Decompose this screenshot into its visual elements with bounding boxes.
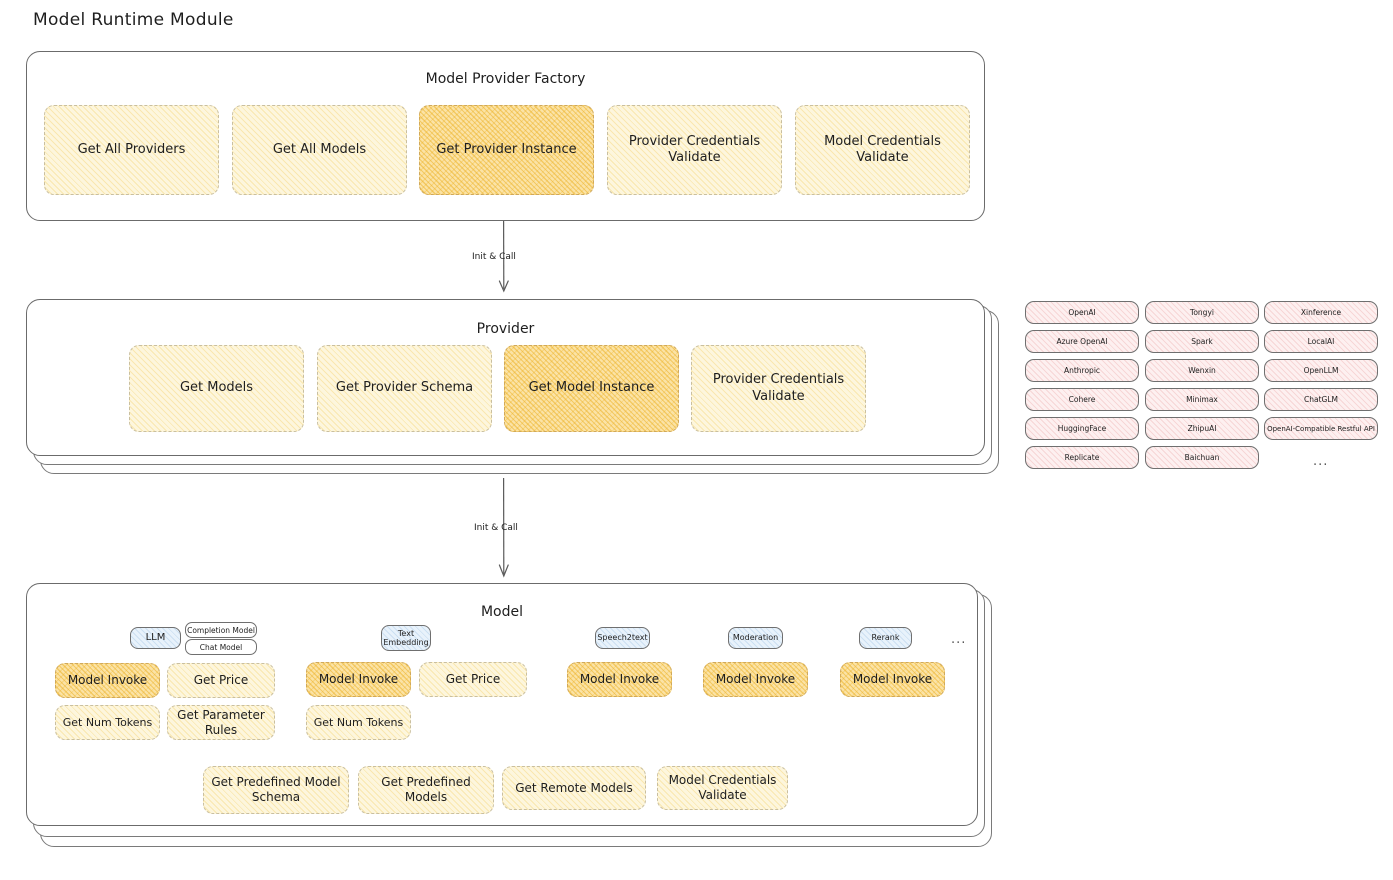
provider-node-get-provider-schema[interactable]: Get Provider Schema [317, 345, 492, 432]
provider-chip-azure-openai[interactable]: Azure OpenAI [1025, 330, 1139, 353]
provider-chip-zhipuai[interactable]: ZhipuAI [1145, 417, 1259, 440]
provider-chip-wenxin[interactable]: Wenxin [1145, 359, 1259, 382]
model-tag-chat-model[interactable]: Chat Model [185, 639, 257, 655]
llm-node-get-parameter-rules[interactable]: Get Parameter Rules [167, 705, 275, 740]
arrow-label-init-and-call-1: Init & Call [472, 252, 516, 262]
text-embedding-node-get-price[interactable]: Get Price [419, 662, 527, 697]
provider-chip-anthropic[interactable]: Anthropic [1025, 359, 1139, 382]
text-embedding-node-get-num-tokens[interactable]: Get Num Tokens [306, 705, 411, 740]
model-common-node-get-remote-models[interactable]: Get Remote Models [502, 766, 646, 810]
llm-node-model-invoke[interactable]: Model Invoke [55, 663, 160, 698]
model-provider-factory-title: Model Provider Factory [425, 71, 586, 87]
text-embedding-node-model-invoke[interactable]: Model Invoke [306, 662, 411, 697]
model-common-node-get-predefined-models[interactable]: Get Predefined Models [358, 766, 494, 814]
factory-node-get-provider-instance[interactable]: Get Provider Instance [419, 105, 594, 195]
provider-node-get-models[interactable]: Get Models [129, 345, 304, 432]
model-type-badge-text-embedding[interactable]: Text Embedding [381, 625, 431, 651]
moderation-node-model-invoke[interactable]: Model Invoke [703, 662, 808, 697]
model-title: Model [480, 604, 524, 620]
provider-chip-openllm[interactable]: OpenLLM [1264, 359, 1378, 382]
provider-chip-localai[interactable]: LocalAI [1264, 330, 1378, 353]
model-type-badge-rerank[interactable]: Rerank [859, 627, 912, 649]
provider-chip-spark[interactable]: Spark [1145, 330, 1259, 353]
rerank-node-model-invoke[interactable]: Model Invoke [840, 662, 945, 697]
model-tag-completion-model[interactable]: Completion Model [185, 622, 257, 638]
factory-node-get-all-providers[interactable]: Get All Providers [44, 105, 219, 195]
llm-node-get-num-tokens[interactable]: Get Num Tokens [55, 705, 160, 740]
model-type-badge-llm[interactable]: LLM [130, 627, 181, 649]
model-common-node-get-predefined-model-schema[interactable]: Get Predefined Model Schema [203, 766, 349, 814]
provider-chip-huggingface[interactable]: HuggingFace [1025, 417, 1139, 440]
speech2text-node-model-invoke[interactable]: Model Invoke [567, 662, 672, 697]
provider-chip-xinference[interactable]: Xinference [1264, 301, 1378, 324]
factory-node-provider-credentials-validate[interactable]: Provider Credentials Validate [607, 105, 782, 195]
model-type-badge-speech2text[interactable]: Speech2text [595, 627, 650, 649]
arrow-provider-to-model [498, 477, 509, 578]
llm-node-get-price[interactable]: Get Price [167, 663, 275, 698]
provider-chip-minimax[interactable]: Minimax [1145, 388, 1259, 411]
provider-chip-cohere[interactable]: Cohere [1025, 388, 1139, 411]
provider-list-more-indicator: ... [1313, 454, 1329, 469]
provider-chip-baichuan[interactable]: Baichuan [1145, 446, 1259, 469]
provider-chip-chatglm[interactable]: ChatGLM [1264, 388, 1378, 411]
factory-node-model-credentials-validate[interactable]: Model Credentials Validate [795, 105, 970, 195]
arrow-label-init-and-call-2: Init & Call [474, 523, 518, 533]
model-types-more-indicator: ... [951, 632, 967, 647]
provider-chip-tongyi[interactable]: Tongyi [1145, 301, 1259, 324]
model-type-badge-moderation[interactable]: Moderation [728, 627, 783, 649]
provider-chip-openai-compatible-restful-api[interactable]: OpenAI-Compatible Restful API [1264, 417, 1378, 440]
arrow-factory-to-provider [498, 220, 509, 293]
provider-node-provider-credentials-validate[interactable]: Provider Credentials Validate [691, 345, 866, 432]
provider-title: Provider [476, 321, 535, 337]
provider-node-get-model-instance[interactable]: Get Model Instance [504, 345, 679, 432]
model-common-node-model-credentials-validate[interactable]: Model Credentials Validate [657, 766, 788, 810]
factory-node-get-all-models[interactable]: Get All Models [232, 105, 407, 195]
provider-chip-openai[interactable]: OpenAI [1025, 301, 1139, 324]
page-title: Model Runtime Module [33, 10, 234, 30]
provider-chip-replicate[interactable]: Replicate [1025, 446, 1139, 469]
